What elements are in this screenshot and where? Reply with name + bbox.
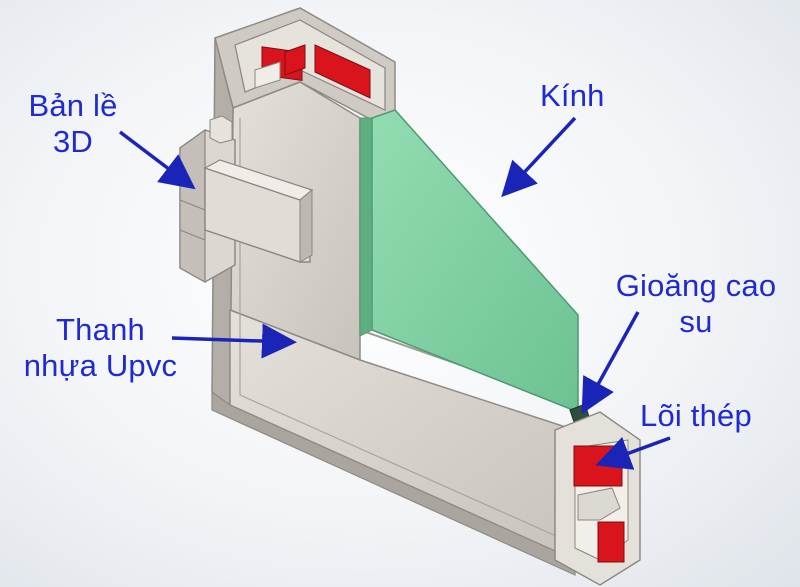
profile-label-line2: nhựa Upvc — [23, 348, 178, 383]
glass-edge — [359, 117, 373, 337]
bottom-profile-section — [554, 411, 641, 586]
steel-core-label: Lõi thép — [640, 398, 752, 433]
profile-label-line1: Thanh — [56, 312, 145, 347]
glass-pane — [371, 109, 579, 414]
hinge-arrow — [118, 130, 196, 190]
gasket-label: Gioăng cao su — [598, 268, 794, 340]
hinge-label-line2: 3D — [52, 124, 94, 159]
hinge-label-line1: Bản lề — [28, 88, 118, 123]
steel-core-lower — [597, 521, 625, 563]
gasket-arrow — [581, 311, 640, 415]
profile-arrow — [171, 323, 297, 359]
steel-core-arrow — [595, 436, 671, 470]
top-profile-section — [234, 19, 386, 111]
hinge-label: Bản lề 3D — [18, 88, 128, 160]
gasket-label-line2: su — [679, 304, 713, 339]
gasket-label-line1: Gioăng cao — [615, 268, 777, 303]
glass-label: Kính — [540, 78, 605, 113]
steel-core — [573, 445, 623, 487]
glass-arrow — [501, 116, 577, 198]
profile-label: Thanh nhựa Upvc — [8, 312, 193, 384]
